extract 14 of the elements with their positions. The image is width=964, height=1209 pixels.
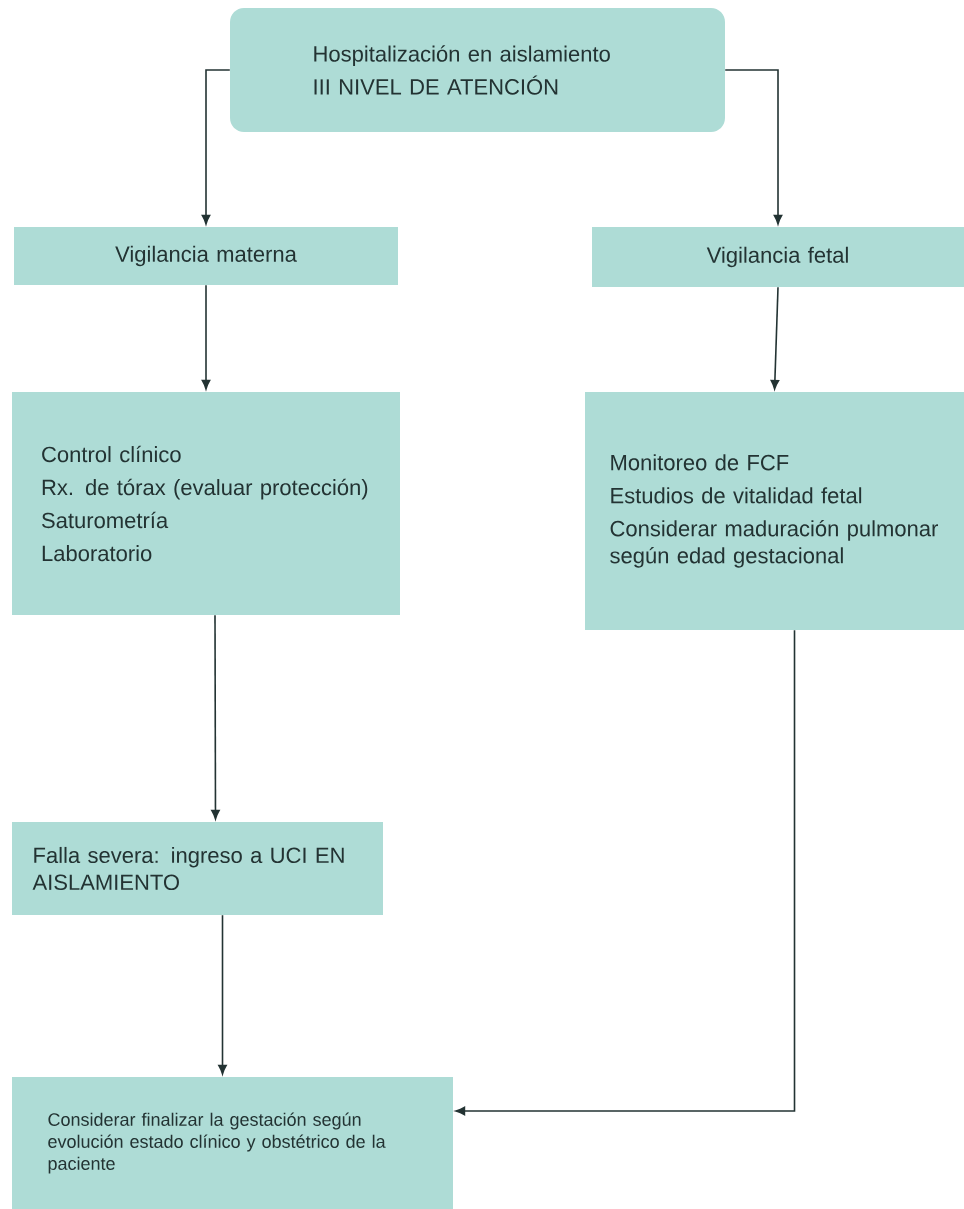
process-box: Falla severa: ingreso a UCI EN AISLAMIENTO xyxy=(12,822,383,915)
title-box: Hospitalización en aislamiento III NIVEL DE ATENCIÓN xyxy=(230,8,725,132)
arrow xyxy=(770,286,780,390)
arrow xyxy=(455,629,796,1116)
arrow xyxy=(201,284,211,390)
process-box: Considerar finalizar la gestación según evolución estado clínico y obstétrico de la paciente xyxy=(12,1077,453,1209)
process-box: Control clínico Rx. de tórax (evaluar protección) Saturometría Laboratorio xyxy=(12,392,400,615)
arrow xyxy=(724,69,783,225)
arrow xyxy=(201,69,231,225)
process-box: Vigilancia fetal xyxy=(592,227,964,287)
arrow xyxy=(211,614,220,820)
process-box: Vigilancia materna xyxy=(14,227,398,285)
arrow xyxy=(218,914,227,1075)
process-box: Monitoreo de FCF Estudios de vitalidad fetal Considerar maduración pulmonar según edad gestacional xyxy=(585,392,964,630)
